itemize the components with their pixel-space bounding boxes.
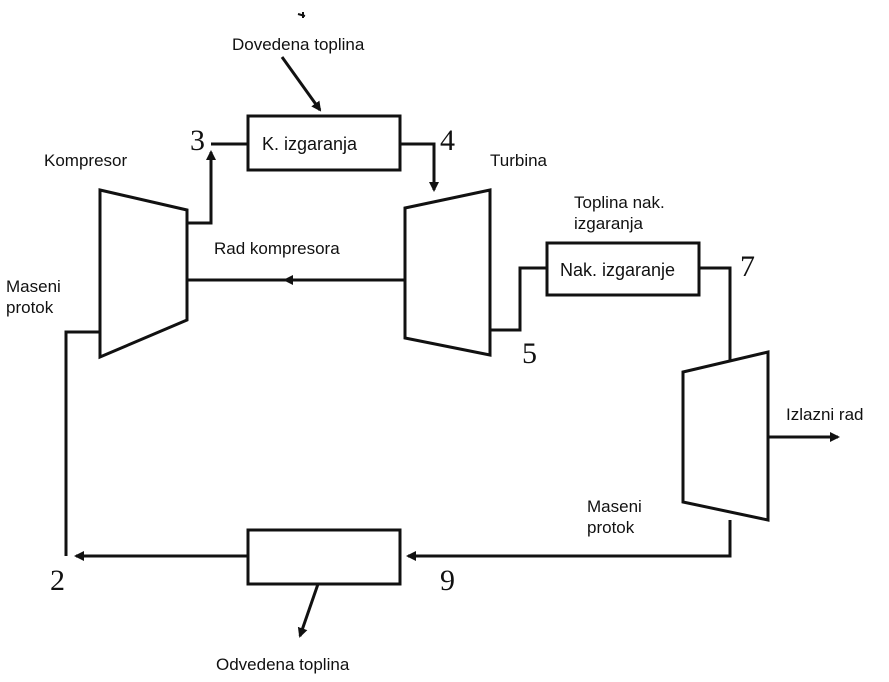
mass-flow-right-label: Maseni protok <box>587 497 647 537</box>
afterburn-heat-line-1: Toplina nak. <box>574 193 665 212</box>
afterburner-box <box>545 241 701 297</box>
heat-added-arrow <box>280 56 322 112</box>
mass-flow-left-label: Maseni protok <box>6 277 66 317</box>
heat-rejected-label: Odvedena toplina <box>216 655 350 674</box>
compressor-shape <box>98 188 189 360</box>
flow-line-return-to-compressor <box>64 330 100 556</box>
power-turbine-shape <box>681 350 770 522</box>
compressor-label: Kompresor <box>44 151 127 170</box>
afterburn-heat-line-2: izgaranja <box>574 214 644 233</box>
point-5-label: 5 <box>522 337 537 370</box>
turbine-shape <box>403 188 492 357</box>
mass-flow-left-line-2: protok <box>6 298 54 317</box>
afterburn-heat-label: Toplina nak. izgaranja <box>574 193 669 233</box>
heat-rejected-arrow <box>297 583 320 638</box>
heat-rejection-box <box>246 528 402 586</box>
turbine-label: Turbina <box>490 151 548 170</box>
point-4-label: 4 <box>440 124 455 157</box>
mass-flow-right-line-1: Maseni <box>587 497 642 516</box>
output-work-label: Izlazni rad <box>786 405 863 424</box>
flow-line-afterburner-to-power-turbine <box>699 266 732 360</box>
flow-line-chamber-to-turbine <box>400 142 439 192</box>
point-3-label: 3 <box>190 124 205 157</box>
flow-line-turbine-to-afterburner <box>490 266 547 332</box>
flow-line-compressor-to-chamber <box>187 150 216 225</box>
mass-flow-left-line-1: Maseni <box>6 277 61 296</box>
flow-line-power-turbine-to-cooler <box>406 520 732 561</box>
point-9-label: 9 <box>440 564 455 597</box>
stray-mark <box>297 12 306 18</box>
combustion-chamber-label: K. izgaranja <box>262 134 358 154</box>
heat-added-label: Dovedena toplina <box>232 35 365 54</box>
point-2-label: 2 <box>50 564 65 597</box>
point-7-label: 7 <box>740 250 755 283</box>
afterburner-label: Nak. izgaranje <box>560 260 675 280</box>
mass-flow-right-line-2: protok <box>587 518 635 537</box>
compressor-work-label: Rad kompresora <box>214 239 340 258</box>
